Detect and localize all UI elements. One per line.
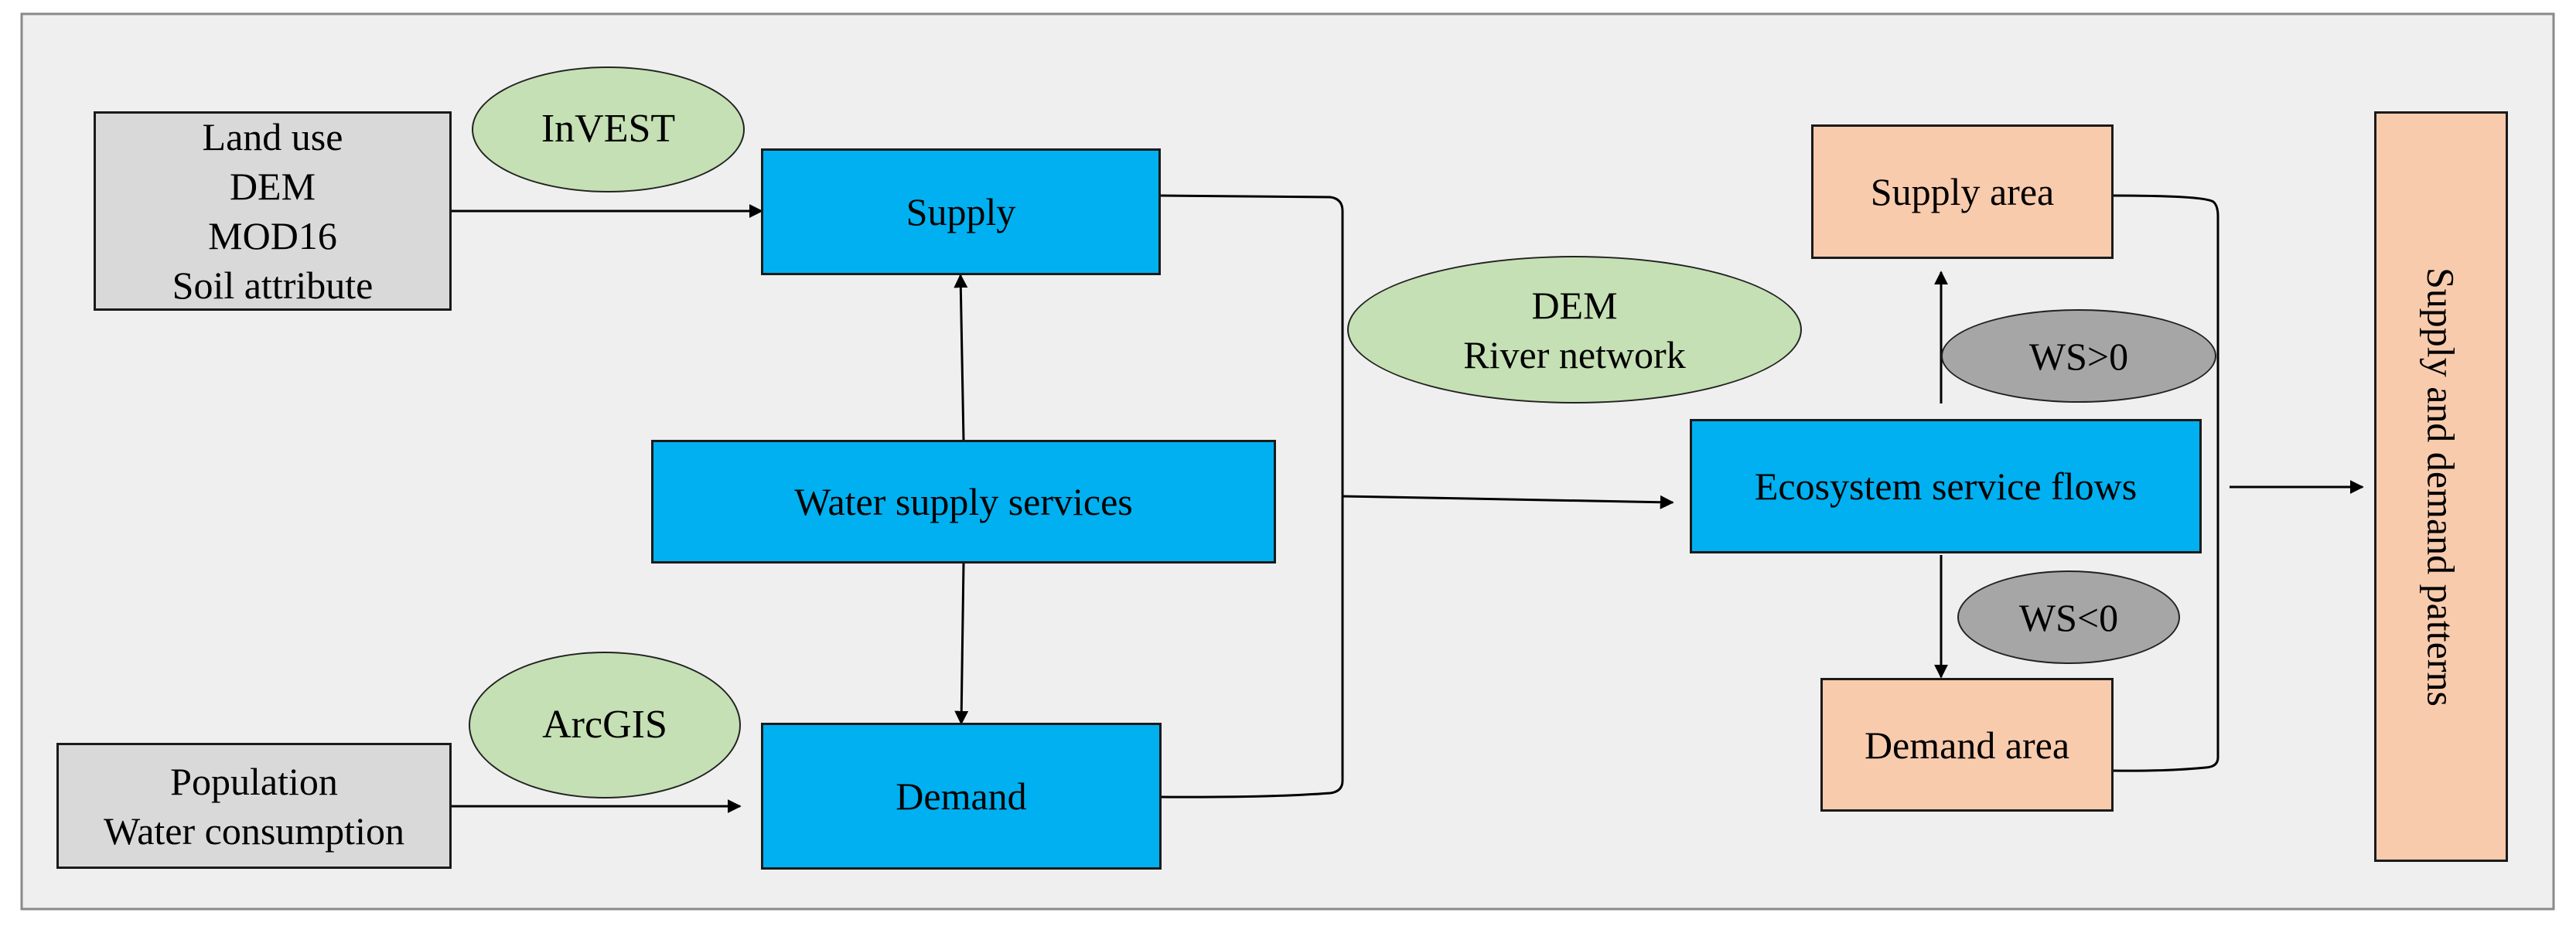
ecosystem-service-flows-label: Ecosystem service flows	[1754, 465, 2138, 508]
supply-node-label: Supply	[906, 190, 1016, 233]
supply-input-mod16: MOD16	[208, 214, 337, 257]
flow-input-dem: DEM	[1531, 283, 1618, 327]
ws-negative-label: WS<0	[2018, 595, 2119, 639]
ecosystem-service-flows-node: Ecosystem service flows	[1690, 419, 2202, 553]
invest-tool-ellipse: InVEST	[472, 66, 745, 192]
demand-inputs-box: Population Water consumption	[56, 743, 452, 869]
flow-input-river-network: River network	[1463, 332, 1686, 376]
arcgis-tool-ellipse: ArcGIS	[469, 652, 741, 798]
supply-area-node: Supply area	[1811, 124, 2114, 259]
ws-negative-ellipse: WS<0	[1957, 570, 2180, 664]
bracket-supply-demand	[1159, 194, 1344, 798]
demand-node-label: Demand	[896, 775, 1027, 818]
supply-demand-patterns-label: Supply and demand patterns	[2419, 267, 2463, 707]
supply-node: Supply	[761, 148, 1161, 275]
demand-area-label: Demand area	[1864, 723, 2070, 767]
water-supply-services-label: Water supply services	[794, 480, 1133, 523]
arrow-services-to-demand	[954, 562, 969, 725]
demand-input-water-consumption: Water consumption	[104, 809, 404, 853]
supply-inputs-box: Land use DEM MOD16 Soil attribute	[94, 111, 452, 311]
demand-input-population: Population	[170, 759, 338, 803]
invest-label: InVEST	[541, 107, 676, 152]
ws-positive-label: WS>0	[2028, 334, 2129, 378]
ws-positive-ellipse: WS>0	[1941, 309, 2216, 403]
arrow-services-to-supply	[954, 274, 968, 441]
bracket-areas	[2112, 194, 2219, 772]
supply-demand-patterns-node: Supply and demand patterns	[2374, 111, 2508, 862]
supply-area-label: Supply area	[1870, 170, 2055, 213]
dem-river-network-ellipse: DEM River network	[1347, 256, 1802, 404]
demand-area-node: Demand area	[1820, 678, 2114, 812]
water-supply-services-node: Water supply services	[651, 440, 1276, 564]
arcgis-label: ArcGIS	[542, 702, 667, 747]
demand-node: Demand	[761, 723, 1162, 870]
arrow-to-ecosystem-flows	[1342, 495, 1674, 509]
supply-input-soil-attribute: Soil attribute	[172, 264, 374, 307]
supply-input-land-use: Land use	[202, 115, 343, 158]
supply-input-dem: DEM	[229, 165, 316, 208]
